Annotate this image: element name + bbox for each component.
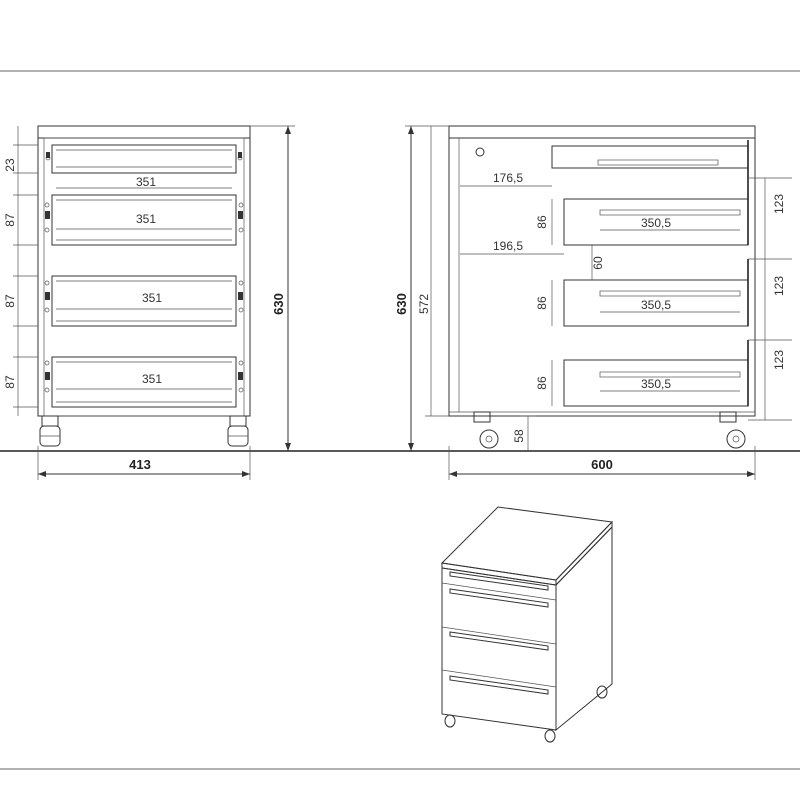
front-drawer-4 <box>44 356 244 408</box>
dim-front-width-3: 351 <box>142 291 162 305</box>
side-depth-arrows <box>460 185 740 392</box>
front-width-dim-line <box>37 446 251 480</box>
front-drawer-2 <box>44 194 244 246</box>
side-caster-dim-line <box>520 415 536 451</box>
dim-side-total-height: 630 <box>394 293 409 315</box>
front-view: 23 87 87 87 351 351 351 351 630 413 <box>3 125 295 480</box>
isometric-view <box>440 506 614 743</box>
dim-side-caster-height: 58 <box>512 429 526 443</box>
front-top-panel <box>37 125 251 139</box>
dim-front-width-2: 351 <box>136 212 156 226</box>
dim-front-width-4: 351 <box>142 372 162 386</box>
dim-front-total-width: 413 <box>129 457 151 472</box>
front-drawer-1 <box>45 144 243 174</box>
dim-side-pitch-1: 123 <box>772 194 786 214</box>
dim-side-depth-1: 176,5 <box>493 171 523 185</box>
front-caster-right <box>227 415 249 447</box>
dim-side-slide-3: 350,5 <box>641 377 671 391</box>
front-left-dim-line <box>13 126 38 416</box>
side-pitch-dim-line <box>748 177 792 421</box>
side-body <box>448 137 756 417</box>
dim-front-drawer-1: 87 <box>3 213 17 227</box>
dim-side-slide-2: 350,5 <box>641 298 671 312</box>
dim-side-pitch-2: 123 <box>772 276 786 296</box>
side-height-dim-lines <box>405 125 449 451</box>
dim-side-pitch-3: 123 <box>772 350 786 370</box>
side-drawer-3 <box>563 259 749 327</box>
front-drawer-3 <box>44 275 244 327</box>
dim-side-depth-2: 196,5 <box>493 239 523 253</box>
side-caster-rear <box>473 411 499 449</box>
side-drawer-1 <box>551 140 749 178</box>
dim-front-width-1: 351 <box>136 175 156 189</box>
iso-side <box>555 525 613 732</box>
iso-top <box>440 506 614 581</box>
dim-side-slide-1: 350,5 <box>641 216 671 230</box>
front-caster-left <box>39 415 61 447</box>
side-caster-front <box>719 411 746 449</box>
iso-drawers <box>441 571 557 695</box>
dim-side-drawer-3: 86 <box>535 376 549 390</box>
dim-front-drawer-3: 87 <box>3 375 17 389</box>
side-view: 630 572 176,5 196,5 60 86 86 86 350,5 35… <box>394 125 792 480</box>
front-width-arrows <box>56 187 232 390</box>
dim-side-gap: 60 <box>591 256 605 270</box>
lock-icon <box>475 147 485 157</box>
side-depth-dim-line <box>448 446 756 480</box>
dim-side-drawer-2: 86 <box>535 296 549 310</box>
iso-casters <box>444 685 608 743</box>
dim-front-total-height: 630 <box>271 293 286 315</box>
side-top-panel <box>448 125 756 139</box>
side-drawer-4 <box>563 340 749 407</box>
dim-top-gap: 23 <box>3 158 17 172</box>
side-drawer-2 <box>563 178 749 246</box>
dim-side-total-depth: 600 <box>591 457 613 472</box>
dim-side-inner-height: 572 <box>417 294 431 314</box>
dim-front-drawer-2: 87 <box>3 294 17 308</box>
dim-side-drawer-1: 86 <box>535 215 549 229</box>
front-height-dim-line <box>250 125 295 451</box>
front-inner-frame <box>43 137 245 417</box>
